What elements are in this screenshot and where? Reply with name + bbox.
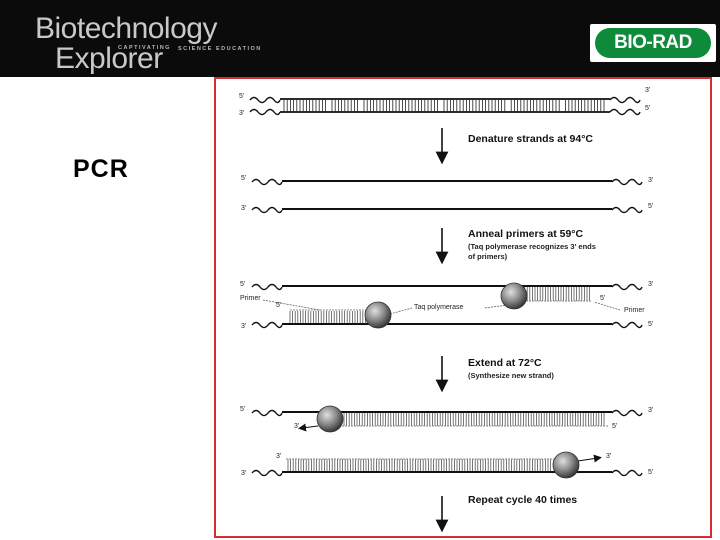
label-3prime: 3' bbox=[606, 453, 611, 460]
stage2-separated-strands: 5' 3' 3' 5' bbox=[241, 175, 653, 214]
label-3prime: 3' bbox=[276, 453, 281, 460]
bio-rad-badge: BIO-RAD bbox=[595, 28, 711, 58]
header-banner: Biotechnology Explorer CAPTIVATING SCIEN… bbox=[0, 0, 720, 77]
strand-wave-left bbox=[251, 321, 283, 329]
strand-wave-left bbox=[251, 206, 283, 214]
label-5prime: 5' bbox=[240, 281, 245, 288]
strand-wave-right bbox=[611, 178, 643, 186]
strand-wave-left bbox=[251, 178, 283, 186]
strand-wave-right bbox=[609, 108, 641, 116]
bio-rad-logo: BIO-RAD bbox=[590, 24, 716, 62]
label-5prime: 5' bbox=[240, 406, 245, 413]
stage4-extension: 5' 3' 3' 5' 3' 3' 3' 5' bbox=[240, 405, 653, 479]
taq-pointer-line bbox=[483, 304, 509, 309]
label-3prime: 3' bbox=[241, 470, 246, 477]
extend-note: (Synthesize new strand) bbox=[468, 371, 554, 380]
stage1-double-strand: 5' 3' 3' 5' bbox=[239, 87, 650, 117]
step-denature: Denature strands at 94°C bbox=[468, 133, 593, 145]
label-5prime: 5' bbox=[241, 175, 246, 182]
direction-arrow-icon bbox=[298, 423, 319, 432]
label-primer-right: Primer bbox=[624, 307, 645, 314]
base-pair-rungs bbox=[289, 311, 366, 323]
polymerase-sphere-icon bbox=[316, 405, 344, 433]
direction-arrow-icon bbox=[577, 454, 602, 463]
base-pair-rungs bbox=[283, 99, 605, 112]
primer-pointer-line bbox=[593, 301, 621, 311]
label-3prime: 3' bbox=[241, 323, 246, 330]
step-repeat: Repeat cycle 40 times bbox=[468, 494, 577, 506]
polymerase-sphere-icon bbox=[500, 282, 528, 310]
label-5prime: 5' bbox=[648, 469, 653, 476]
logo-tagline-left: CAPTIVATING bbox=[118, 45, 171, 51]
label-5prime: 5' bbox=[612, 423, 617, 430]
label-taq-polymerase: Taq polymerase bbox=[414, 304, 464, 311]
primer-pointer-line bbox=[262, 299, 321, 311]
step-extend: Extend at 72°C bbox=[468, 357, 542, 369]
strand-wave-right bbox=[611, 409, 643, 417]
label-5prime: 5' bbox=[645, 105, 650, 112]
logo-line1: Biotechnology bbox=[35, 12, 217, 45]
label-5prime: 5' bbox=[648, 203, 653, 210]
label-3prime: 3' bbox=[648, 407, 653, 414]
polymerase-sphere-icon bbox=[364, 301, 392, 329]
strand-wave-left bbox=[251, 469, 283, 477]
label-5prime: 5' bbox=[600, 295, 605, 302]
strand-wave-right bbox=[609, 96, 641, 104]
strand-wave-right bbox=[611, 469, 643, 477]
slide-title: PCR bbox=[73, 155, 129, 183]
step-anneal: Anneal primers at 59°C bbox=[468, 228, 583, 240]
label-3prime: 3' bbox=[648, 281, 653, 288]
stage3-annealed-primers: 5' Primer 5' 3' 3' 5' Primer 5' 3' Taq p… bbox=[240, 281, 653, 330]
label-3prime: 3' bbox=[648, 177, 653, 184]
label-5prime: 5' bbox=[648, 321, 653, 328]
base-pair-rungs bbox=[343, 413, 605, 426]
label-5prime: 5' bbox=[276, 302, 281, 309]
strand-wave-left bbox=[251, 409, 283, 417]
polymerase-sphere-icon bbox=[552, 451, 580, 479]
logo-line2: Explorer bbox=[55, 42, 163, 75]
label-3prime: 3' bbox=[645, 87, 650, 94]
diagram-frame bbox=[214, 77, 712, 538]
strand-wave-right bbox=[611, 206, 643, 214]
taq-pointer-line bbox=[389, 307, 413, 315]
logo-tagline-right: SCIENCE EDUCATION bbox=[178, 46, 262, 52]
biotechnology-explorer-logo: Biotechnology Explorer CAPTIVATING SCIEN… bbox=[35, 6, 285, 76]
strand-wave-left bbox=[249, 96, 281, 104]
anneal-note-line2: of primers) bbox=[468, 252, 508, 261]
bio-rad-text: BIO-RAD bbox=[614, 32, 692, 53]
label-primer-left: Primer bbox=[240, 295, 261, 302]
base-pair-rungs bbox=[521, 287, 590, 301]
label-3prime: 3' bbox=[241, 205, 246, 212]
anneal-note-line1: (Taq polymerase recognizes 3' ends bbox=[468, 242, 596, 251]
label-3prime: 3' bbox=[294, 423, 299, 430]
strand-wave-left bbox=[249, 108, 281, 116]
label-5prime: 5' bbox=[239, 93, 244, 100]
base-pair-rungs bbox=[287, 459, 551, 471]
strand-wave-right bbox=[611, 321, 643, 329]
strand-wave-right bbox=[611, 283, 643, 291]
strand-wave-left bbox=[251, 283, 283, 291]
label-3prime: 3' bbox=[239, 110, 244, 117]
